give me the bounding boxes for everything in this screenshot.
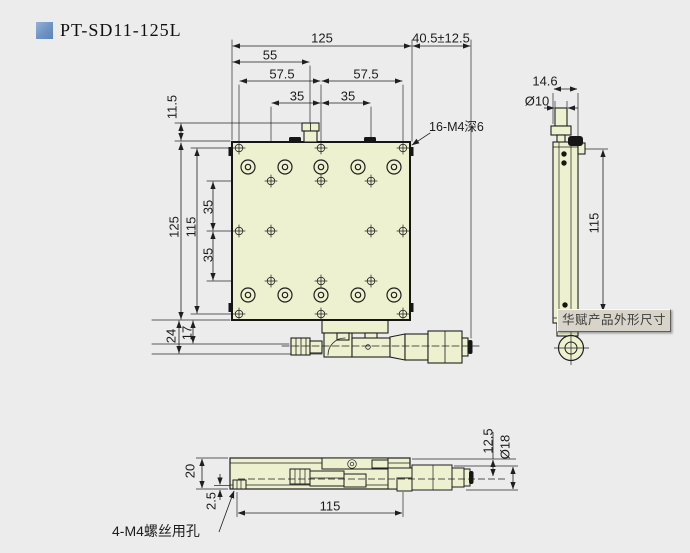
dim-axis-height: 17: [179, 325, 195, 341]
note-4-m4: 4-M4螺丝用孔: [112, 523, 200, 539]
bottom-view: [196, 432, 518, 533]
dim-plate-height: 125: [166, 216, 182, 238]
dim-overall-width: 125: [311, 30, 333, 46]
dim-35-left: 35: [289, 88, 305, 104]
dim-center-height: 12.5: [480, 428, 496, 454]
dim-knob-height: 11.5: [164, 94, 180, 120]
dim-v35-top: 35: [200, 199, 216, 215]
dim-side-width: 14.6: [532, 73, 558, 89]
dim-55: 55: [262, 47, 278, 63]
product-model: PT-SD11-125L: [60, 20, 182, 40]
dim-hole-span-v: 115: [183, 216, 199, 238]
dim-bottom-height: 20: [182, 463, 198, 479]
dim-thimble-dia: Ø18: [497, 434, 513, 460]
dim-base-height: 24: [163, 328, 179, 344]
note-16-m4: 16-M4深6: [429, 120, 484, 134]
dim-35-right: 35: [340, 88, 356, 104]
drawing-title: PT-SD11-125L: [36, 20, 182, 41]
dim-bottom-hole-span: 115: [319, 498, 341, 514]
watermark-tooltip: 华赋产品外形尺寸: [557, 309, 671, 332]
watermark-text: 华赋产品外形尺寸: [561, 313, 666, 327]
bullet-square-icon: [36, 22, 53, 39]
dim-v35-bottom: 35: [200, 247, 216, 263]
dim-knob-dia: Ø10: [524, 93, 550, 109]
counterbore-holes: [240, 159, 402, 303]
m4-holes: [232, 141, 410, 321]
dim-side-hole-span: 115: [586, 212, 602, 234]
dim-57-right: 57.5: [353, 66, 379, 82]
dim-57-left: 57.5: [269, 66, 295, 82]
dim-base-thickness: 2.5: [203, 491, 219, 511]
front-view: [151, 39, 481, 364]
dim-travel: 40.5±12.5: [412, 30, 470, 46]
